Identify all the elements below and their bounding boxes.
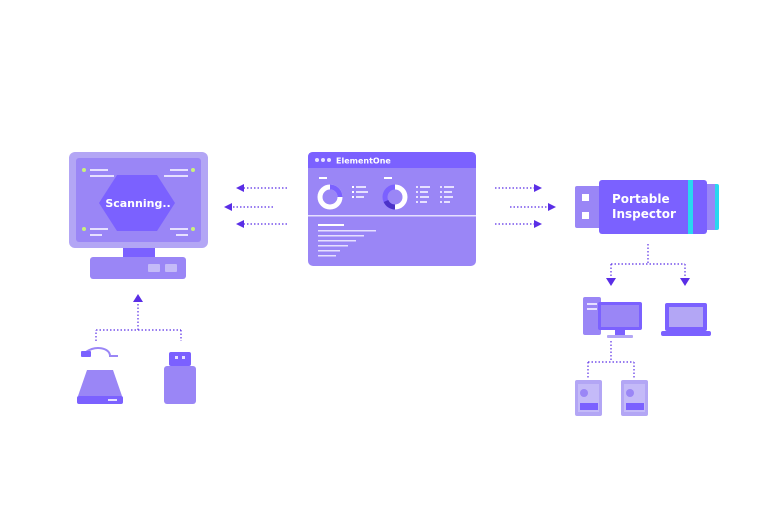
scanning-status: Scanning.. <box>105 197 170 210</box>
dashboard-title: ElementOne <box>336 157 391 166</box>
device-label-line2: Inspector <box>612 207 676 221</box>
connector-desktop-to-cards <box>587 341 635 378</box>
portable-inspector-device: Portable Inspector <box>575 180 719 234</box>
scanner-monitor: Scanning.. <box>69 152 208 279</box>
window-dot-icon <box>315 158 319 162</box>
usb-stick-icon <box>164 352 196 404</box>
window-dot-icon <box>327 158 331 162</box>
connector-dashboard-to-inspector <box>495 184 556 228</box>
pie-chart-icon <box>382 184 408 210</box>
desktop-computer-icon <box>583 297 642 338</box>
screen-decoration <box>82 168 195 236</box>
device-label-line1: Portable <box>612 192 670 206</box>
arrow-up-icon <box>133 294 143 302</box>
arrow-down-icon <box>680 278 690 286</box>
dashboard-window: ElementOne <box>308 152 476 266</box>
connector-inspector-to-endpoints <box>606 244 690 286</box>
connector-sources-to-scanner <box>95 294 182 341</box>
connector-dashboard-to-scanner <box>224 184 287 228</box>
donut-chart-icon <box>317 184 343 210</box>
external-drive-icon <box>77 347 123 404</box>
id-card-icon <box>621 380 648 416</box>
arrow-down-icon <box>606 278 616 286</box>
hexagon-badge <box>99 175 175 231</box>
laptop-icon <box>661 303 711 336</box>
monitor-base <box>90 257 186 279</box>
dashboard-text-lines <box>318 224 376 257</box>
window-dot-icon <box>321 158 325 162</box>
id-card-icon <box>575 380 602 416</box>
